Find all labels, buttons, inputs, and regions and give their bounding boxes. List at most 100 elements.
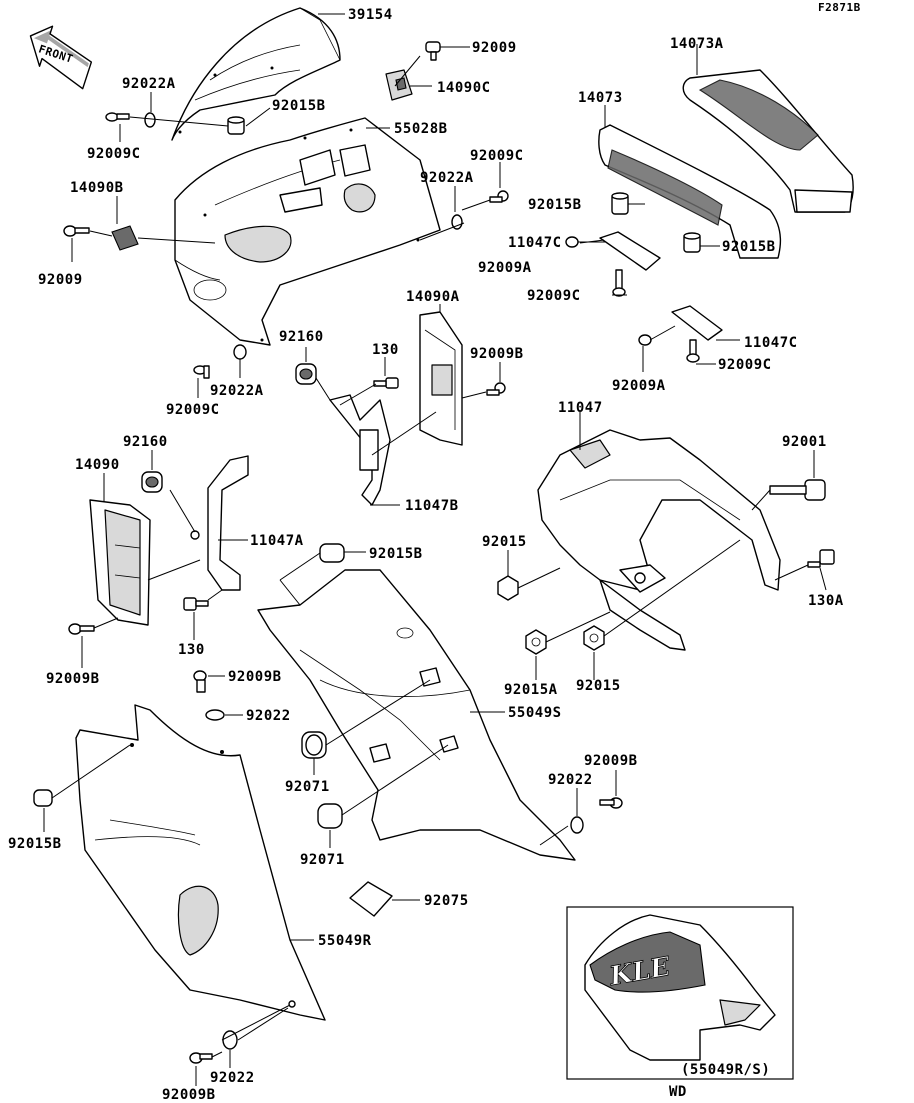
label-92009C-1: 92009C xyxy=(87,146,141,162)
duct-14073A xyxy=(682,69,854,213)
screw-92009B-4 xyxy=(599,797,623,809)
bracket-11047A xyxy=(190,455,249,591)
label-92009B-5: 92009B xyxy=(162,1087,216,1103)
label-92009A-1: 92009A xyxy=(478,260,532,276)
screw-92009C-3 xyxy=(489,190,509,203)
label-11047B: 11047B xyxy=(405,498,459,514)
inset-box: KLE (55049R/S) xyxy=(566,906,794,1080)
side-cowl-55049S xyxy=(257,569,576,861)
label-92009B-3: 92009B xyxy=(228,669,282,685)
label-92009C-2: 92009C xyxy=(470,148,524,164)
figure-code: F2871B xyxy=(818,1,861,14)
screw-92009C-1 xyxy=(105,112,130,122)
label-92015-1: 92015 xyxy=(482,534,527,550)
nut-92015A xyxy=(525,629,547,655)
bolt-92009-top xyxy=(425,41,441,61)
screw-92009B-3 xyxy=(193,670,207,693)
label-14073: 14073 xyxy=(578,90,623,106)
nut-92015-1 xyxy=(497,575,519,601)
bolt-130A xyxy=(807,549,835,568)
washer-92022A-3 xyxy=(451,214,463,230)
screw-92009A-1 xyxy=(565,236,579,248)
label-92022-3: 92022 xyxy=(210,1070,255,1086)
inner-panel-14090A xyxy=(419,311,463,446)
grommet-92015B-3 xyxy=(683,232,701,253)
bolt-130-2 xyxy=(183,597,209,611)
label-55049S: 55049S xyxy=(508,705,562,721)
bracket-11047C-1 xyxy=(599,231,661,297)
leader-lines xyxy=(43,13,827,1086)
bracket-11047B xyxy=(329,394,391,506)
label-92022A-3: 92022A xyxy=(210,383,264,399)
label-92009-left: 92009 xyxy=(38,272,83,288)
windshield-part xyxy=(171,7,341,141)
grommet-92071-2 xyxy=(317,803,343,829)
label-92160-2: 92160 xyxy=(123,434,168,450)
front-arrow-sign: FRONT xyxy=(29,25,93,90)
label-11047C-2: 11047C xyxy=(744,335,798,351)
label-92009B-1: 92009B xyxy=(470,346,524,362)
label-55049R: 55049R xyxy=(318,933,372,949)
label-130A: 130A xyxy=(808,593,844,609)
label-130-2: 130 xyxy=(178,642,205,658)
duct-14073 xyxy=(598,124,782,259)
grommet-92015B-2 xyxy=(611,192,629,215)
label-92009B-2: 92009B xyxy=(46,671,100,687)
label-14073A: 14073A xyxy=(670,36,724,52)
inset-caption: (55049R/S) xyxy=(681,1062,770,1078)
side-cowl-55049R xyxy=(75,704,326,1021)
label-92015B-1: 92015B xyxy=(272,98,326,114)
label-92015A: 92015A xyxy=(504,682,558,698)
label-55028B: 55028B xyxy=(394,121,448,137)
nut-92015-2 xyxy=(583,625,605,651)
label-92015B-2: 92015B xyxy=(528,197,582,213)
grommet-92015B-5 xyxy=(33,789,53,807)
inset-model-label: WD xyxy=(669,1084,687,1100)
label-92075: 92075 xyxy=(424,893,469,909)
grommet-92015B-1 xyxy=(227,116,245,135)
screw-92009B-2 xyxy=(68,623,95,635)
label-92160-1: 92160 xyxy=(279,329,324,345)
label-11047C-1: 11047C xyxy=(508,235,562,251)
label-14090: 14090 xyxy=(75,457,120,473)
label-14090A: 14090A xyxy=(406,289,460,305)
label-92001: 92001 xyxy=(782,434,827,450)
label-130-1: 130 xyxy=(372,342,399,358)
grommet-92015B-4 xyxy=(319,543,345,563)
screw-92009C-2 xyxy=(193,365,210,379)
grommet-92071-1 xyxy=(301,731,327,759)
label-39154: 39154 xyxy=(348,7,393,23)
label-92009C-5: 92009C xyxy=(166,402,220,418)
label-92009-top: 92009 xyxy=(472,40,517,56)
duct-panel-14090 xyxy=(89,499,151,626)
label-92009C-4: 92009C xyxy=(718,357,772,373)
washer-92022-2 xyxy=(570,816,584,834)
label-92015B-4: 92015B xyxy=(369,546,423,562)
label-11047: 11047 xyxy=(558,400,603,416)
label-92022A-1: 92022A xyxy=(122,76,176,92)
grommet-92160-2 xyxy=(141,471,163,493)
part-labels: 39154 92009 14090C 14073A 92022A 92015B … xyxy=(8,7,844,1103)
label-92009A-2: 92009A xyxy=(612,378,666,394)
label-14090C: 14090C xyxy=(437,80,491,96)
washer-92022A-1 xyxy=(144,112,156,128)
label-92009C-3: 92009C xyxy=(527,288,581,304)
screw-92009A-2 xyxy=(638,334,652,346)
bolt-92001 xyxy=(769,479,826,501)
upper-cowl-part xyxy=(174,117,441,346)
label-92022-1: 92022 xyxy=(246,708,291,724)
clip-14090B xyxy=(111,225,139,251)
label-92015B-3: 92015B xyxy=(722,239,776,255)
bolt-130-1 xyxy=(373,377,399,389)
label-92009B-4: 92009B xyxy=(584,753,638,769)
label-92022-2: 92022 xyxy=(548,772,593,788)
label-92071-1: 92071 xyxy=(285,779,330,795)
grommet-92160-1 xyxy=(295,363,317,385)
screw-92009-left xyxy=(63,225,90,237)
pad-92075 xyxy=(349,881,393,917)
frame-11047 xyxy=(537,429,781,651)
washer-92022-1 xyxy=(205,709,225,721)
label-92022A-2: 92022A xyxy=(420,170,474,186)
label-92015B-5: 92015B xyxy=(8,836,62,852)
label-92071-2: 92071 xyxy=(300,852,345,868)
